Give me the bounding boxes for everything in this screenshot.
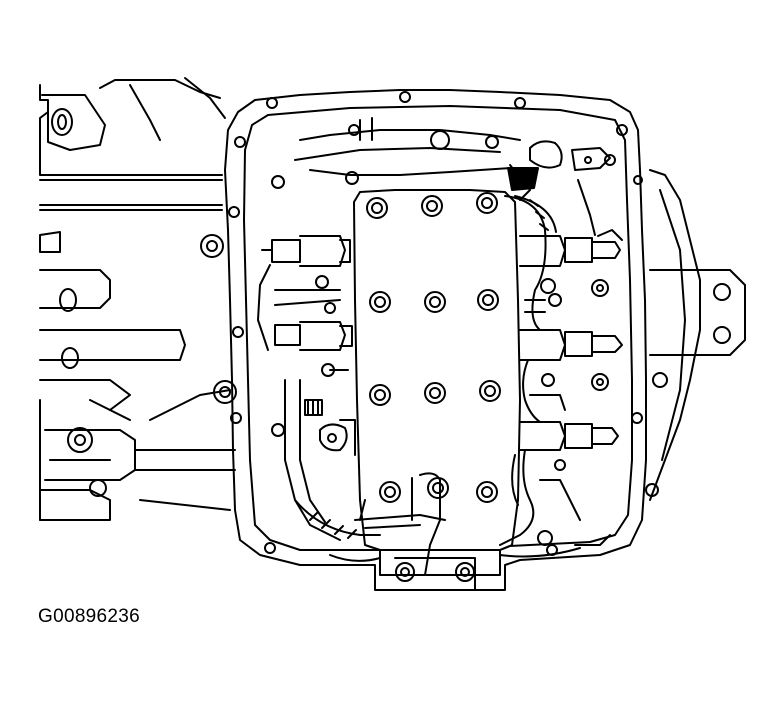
left-solenoids xyxy=(258,236,355,540)
cover-seam-right xyxy=(500,548,580,556)
harness-clip xyxy=(575,535,610,545)
cover-seam xyxy=(330,555,380,561)
figure-id-label: G00896236 xyxy=(38,606,141,627)
transmission-case-left xyxy=(40,78,235,520)
upper-valve-body-detail xyxy=(272,118,615,235)
right-solenoids xyxy=(520,230,622,545)
transmission-valve-body-diagram xyxy=(0,0,774,640)
valve-body-plate xyxy=(354,190,520,590)
transmission-case-right xyxy=(646,170,745,500)
wiring-harness xyxy=(295,196,556,575)
wire-connector-dark xyxy=(508,168,538,190)
